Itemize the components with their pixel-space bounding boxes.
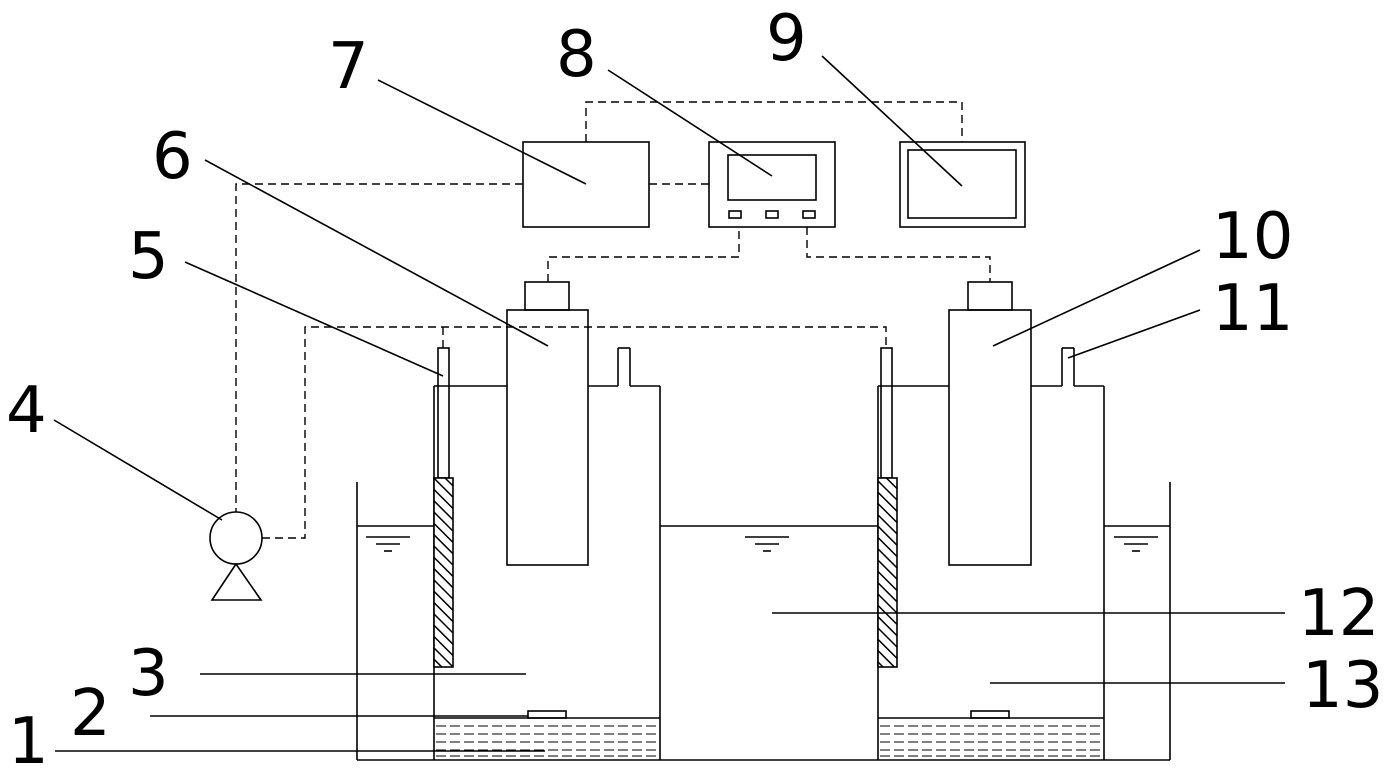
label-11: 11 <box>1212 272 1293 346</box>
label-5: 5 <box>128 220 169 294</box>
label-10: 10 <box>1212 200 1293 274</box>
water-level-symbol-right <box>1114 536 1158 552</box>
label-12: 12 <box>1298 577 1379 651</box>
anode-left <box>527 710 567 719</box>
label-3: 3 <box>128 637 169 711</box>
outer-tank <box>356 482 1171 761</box>
label-8: 8 <box>556 18 597 92</box>
meter-8 <box>708 141 836 228</box>
electrode-right <box>877 347 898 668</box>
label-2: 2 <box>70 677 111 751</box>
pump-4 <box>209 511 263 601</box>
water-level-symbol-middle <box>745 536 789 552</box>
sensor-right <box>948 281 1032 566</box>
right-cell <box>877 347 1105 760</box>
label-1: 1 <box>8 705 49 768</box>
sensor-left <box>506 281 589 566</box>
monitor-9 <box>899 141 1026 228</box>
label-9: 9 <box>766 2 807 76</box>
label-7: 7 <box>328 30 369 104</box>
anode-right <box>970 710 1010 719</box>
label-4: 4 <box>6 374 47 448</box>
label-6: 6 <box>152 120 193 194</box>
box-7 <box>522 141 650 228</box>
left-cell <box>433 347 661 760</box>
label-13: 13 <box>1302 649 1383 723</box>
electrode-left <box>433 347 454 668</box>
sediment-right <box>878 717 1104 757</box>
dashed-wiring <box>235 101 991 539</box>
water-level-symbol-left <box>366 536 410 552</box>
leader-lines <box>53 55 1285 752</box>
